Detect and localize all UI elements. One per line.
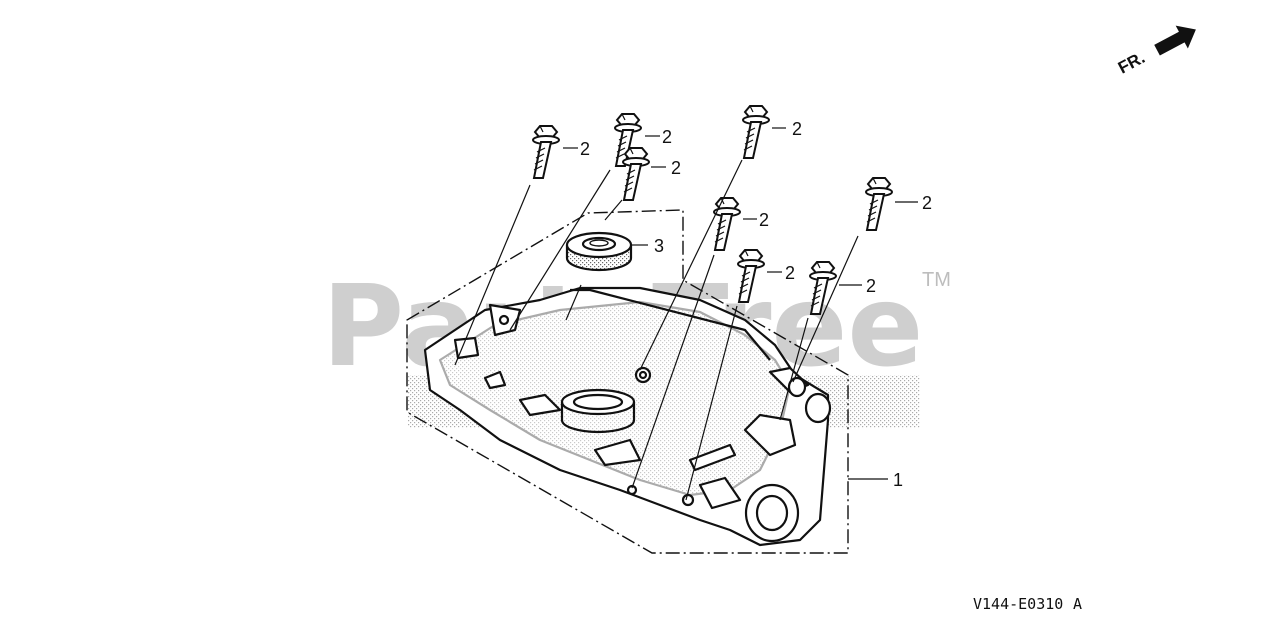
assembly-boundary [406,209,849,554]
front-direction-indicator: FR. [1115,25,1196,78]
diagram-code-text: V144-E0310 [973,595,1063,613]
crankcase-cover [423,286,832,547]
callout-cover: 1 [893,470,903,490]
callout-bolt-4: 2 [792,119,802,139]
diagram-code-suffix: A [1073,595,1082,613]
callout-bolt-3: 2 [671,158,681,178]
callout-bolt-7: 2 [785,263,795,283]
bolt-6 [865,177,893,231]
watermark-trademark: TM [922,269,951,291]
bolt-1 [532,125,560,179]
callout-bolt-8: 2 [866,276,876,296]
callout-bolt-5: 2 [759,210,769,230]
bolt-5 [713,197,741,251]
bolt-4 [742,105,770,159]
callout-oil-seal: 3 [654,236,664,256]
bolt-3 [622,147,650,201]
oil-seal [565,231,633,272]
callout-bolt-2: 2 [662,127,672,147]
leader-lines [454,127,918,501]
diagram-code: V144-E0310 A [973,595,1082,613]
callout-bolt-1: 2 [580,139,590,159]
front-arrow-icon [1154,25,1196,56]
front-label: FR. [1115,48,1148,78]
callout-labels: 2 2 2 2 2 2 2 2 3 1 [580,119,932,490]
callout-bolt-6: 2 [922,193,932,213]
